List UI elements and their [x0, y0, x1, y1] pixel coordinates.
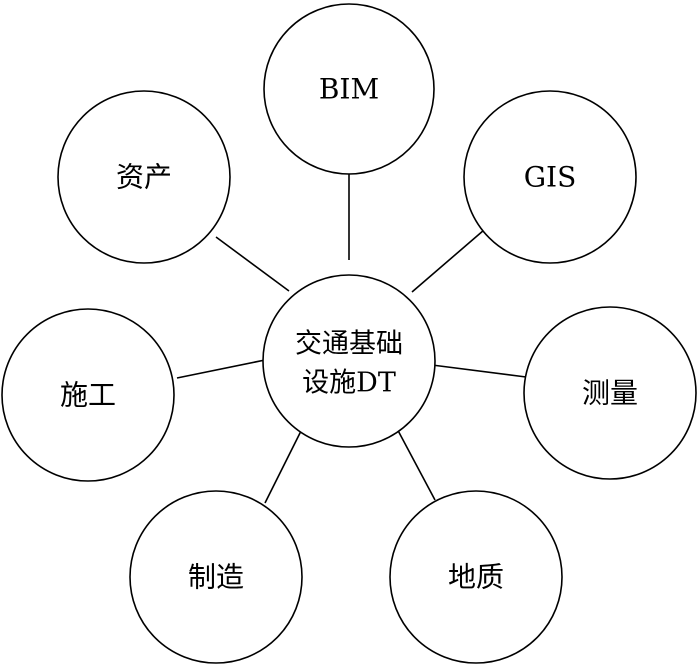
- node-gis-label: GIS: [524, 161, 577, 194]
- node-survey-circle: [523, 306, 697, 480]
- connector-assets: [215, 236, 290, 292]
- node-manufacturing-circle: [129, 490, 303, 664]
- node-assets-circle: [57, 90, 231, 264]
- connector-gis: [411, 229, 485, 293]
- node-assets-label: 资产: [116, 161, 172, 194]
- node-manufacturing: 制造: [129, 490, 303, 664]
- node-construction-label: 施工: [60, 379, 116, 412]
- node-bim-label: BIM: [319, 73, 379, 106]
- node-survey-label: 测量: [582, 377, 638, 410]
- node-gis-circle: [463, 90, 637, 264]
- node-survey: 测量: [523, 306, 697, 480]
- node-bim-circle: [263, 3, 435, 175]
- node-assets: 资产: [57, 90, 231, 264]
- node-geology: 地质: [389, 490, 563, 664]
- node-geology-label: 地质: [448, 561, 504, 594]
- node-geology-circle: [389, 490, 563, 664]
- center-node: 交通基础 设施DT: [262, 274, 436, 448]
- node-bim: BIM: [263, 3, 435, 175]
- center-node-circle: [262, 274, 436, 448]
- node-gis: GIS: [463, 90, 637, 264]
- center-label-line-1: 交通基础: [295, 329, 403, 360]
- connector-construction: [176, 359, 266, 379]
- center-label-line-2: 设施DT: [302, 368, 396, 399]
- connector-manufacturing: [264, 426, 304, 504]
- connector-geology: [393, 422, 436, 501]
- node-construction-circle: [1, 308, 175, 482]
- node-construction: 施工: [1, 308, 175, 482]
- node-manufacturing-label: 制造: [188, 561, 244, 594]
- connectors: [176, 172, 527, 504]
- connector-survey: [431, 364, 527, 378]
